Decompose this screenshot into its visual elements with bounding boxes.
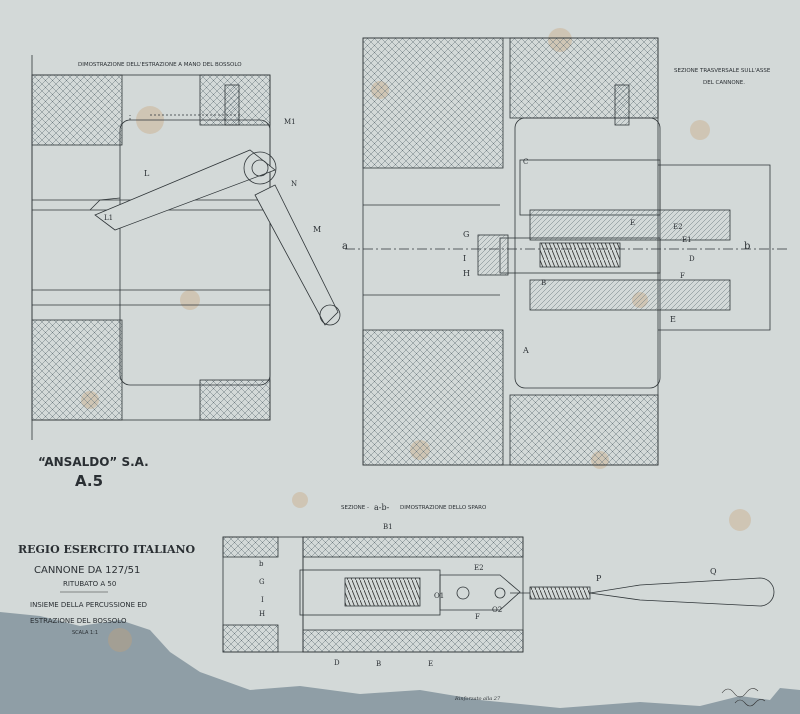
scale-label: SCALA 1:1 [72,630,98,636]
right-view-title-line2: DEL CANNONE. [703,80,745,86]
label-I: I [463,254,466,263]
subject-line1: INSIEME DELLA PERCUSSIONE ED [30,601,147,609]
modification-title: RITUBATO A 50 [63,580,116,588]
right-view-drawing [345,37,790,466]
sheet-code: A.5 [75,472,103,490]
label-F: F [680,272,685,280]
section-prefix: SEZIONE - [341,505,369,511]
label-bottom-E2: E2 [474,564,484,572]
section-ab: a-b- [374,503,390,512]
marker-a: a [342,241,348,252]
left-view-drawing [31,55,341,440]
label-E1: E1 [682,236,692,244]
marker-b: b [744,241,750,252]
label-P: P [596,574,602,583]
label-bottom-B: B [376,660,381,668]
label-G: G [463,230,469,239]
subject-line2: ESTRAZIONE DEL BOSSOLO [30,617,127,625]
label-E2: E2 [673,223,683,231]
label-E: E [630,219,635,227]
label-H: H [463,269,470,278]
label-bottom-H: H [259,610,265,618]
label-bottom-G: G [259,578,265,586]
label-L: L [144,169,150,178]
label-b: b [259,560,264,568]
company-name: “ANSALDO” S.A. [38,455,149,469]
label-O2: O2 [492,606,502,614]
label-O1: O1 [434,592,444,600]
label-Q: Q [710,567,717,576]
label-D: D [689,255,695,263]
label-M: M [313,225,321,234]
label-bottom-D: D [334,659,340,667]
handwritten-note: Rinforzato alla 27 [454,696,501,702]
section-suffix: DIMOSTRAZIONE DELLO SPARO [400,505,487,511]
label-C: C [523,158,528,166]
gun-title: CANNONE DA 127/51 [34,565,140,576]
label-B1: B1 [383,523,393,531]
label-E-lower: E [670,315,676,324]
label-L1: L1 [104,214,113,222]
right-view-title-line1: SEZIONE TRASVERSALE SULL'ASSE [674,68,771,74]
left-view-title: DIMOSTRAZIONE DELL'ESTRAZIONE A MANO DEL… [78,62,242,68]
signature-mark [721,688,766,707]
label-bottom-I: I [261,596,264,604]
label-M1: M1 [284,118,296,126]
label-A: A [522,346,529,355]
label-B: B [541,279,546,287]
label-N: N [291,180,297,188]
bottom-view-drawing [222,536,775,653]
text-layer: DIMOSTRAZIONE DELL'ESTRAZIONE A MANO DEL… [18,62,771,702]
army-title: REGIO ESERCITO ITALIANO [18,543,196,556]
label-bottom-E: E [428,660,433,668]
label-bottom-F: F [475,613,480,621]
